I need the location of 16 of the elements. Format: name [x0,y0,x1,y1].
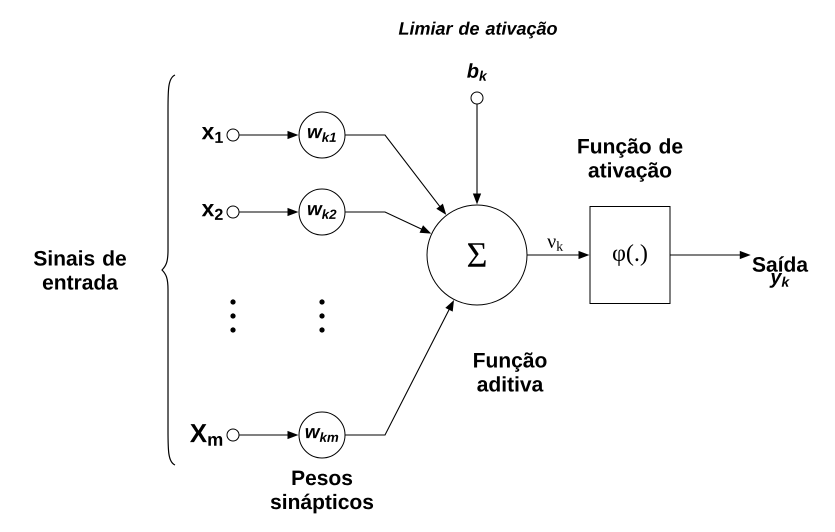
node-caption: Função aditiva [474,352,547,392]
node-caption: x$_{1}$ [202,127,223,143]
node-caption: X$_{m}$ [190,424,222,446]
text-label: Sinais de entrada [34,250,126,290]
output-label: Saída y$_{k}$ [752,256,808,288]
text-label: Limiar de ativação [398,22,557,38]
node-caption: Pesos sinápticos [270,470,374,514]
node-caption: x$_{2}$ [202,204,223,220]
activation-box: φ(.) [590,206,670,304]
input-terminal [470,92,484,104]
edge-label: ν$_{k}$ [546,238,565,252]
input-terminal [226,128,240,142]
node-caption: b$_{k}$ [467,63,488,81]
input-terminal [226,428,240,442]
node-caption: Função de ativação [578,138,682,182]
input-terminal [226,206,240,218]
